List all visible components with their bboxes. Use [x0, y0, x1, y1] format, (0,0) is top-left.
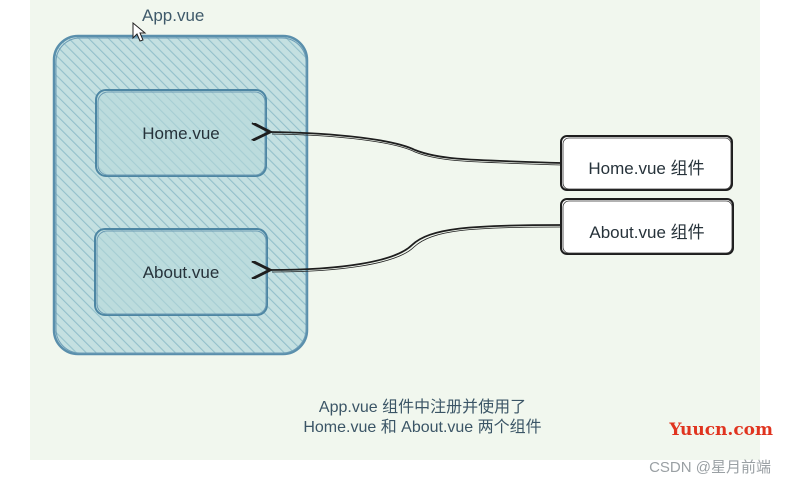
mouse-cursor-icon [132, 22, 147, 42]
diagram-caption: App.vue 组件中注册并使用了 Home.vue 和 About.vue 两… [0, 398, 785, 438]
caption-line-1: App.vue 组件中注册并使用了 [318, 399, 527, 416]
author-watermark: CSDN @星月前端 [649, 459, 771, 476]
about-slot-label: About.vue [142, 263, 220, 282]
about-connector-arrow [270, 224, 562, 270]
about-component-label: About.vue 组件 [589, 223, 705, 242]
home-slot-label: Home.vue [142, 124, 220, 143]
app-container-label: App.vue [142, 6, 205, 25]
home-connector-arrow [270, 132, 562, 164]
site-watermark: Yuucn.com [669, 420, 773, 440]
home-component-label: Home.vue 组件 [588, 159, 705, 178]
about-component-box[interactable] [560, 198, 734, 255]
caption-line-2: Home.vue 和 About.vue 两个组件 [303, 419, 542, 436]
